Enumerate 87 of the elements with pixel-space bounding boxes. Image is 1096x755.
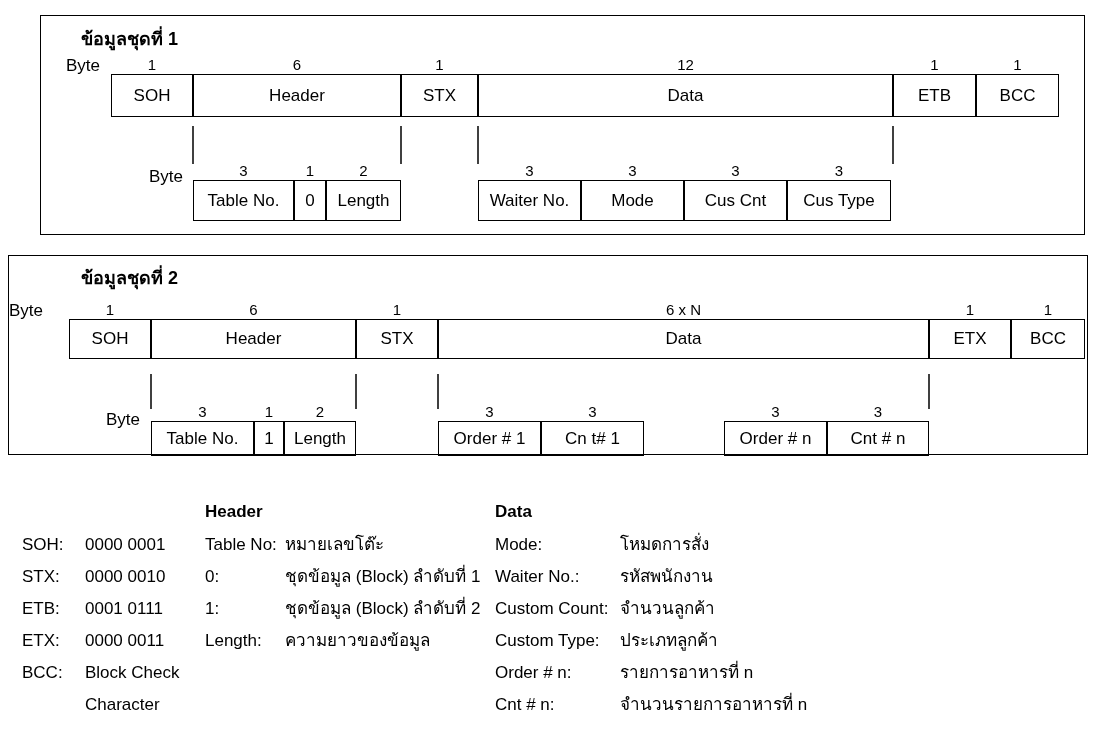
- byte-count: 3: [484, 404, 495, 420]
- packet-field: SOH: [111, 74, 193, 117]
- byte-count: 1: [964, 302, 976, 318]
- term-label: SOH:: [22, 535, 64, 555]
- byte-label: Byte: [9, 301, 44, 321]
- packet-field: STX: [401, 74, 478, 117]
- byte-count: 1: [1012, 57, 1023, 73]
- packet-field: BCC: [1011, 319, 1085, 359]
- byte-count: 3: [730, 163, 741, 179]
- packet-field: BCC: [976, 74, 1059, 117]
- term-label: Length:: [205, 631, 262, 651]
- column-heading: Header: [205, 502, 263, 522]
- packet-field: Table No.: [151, 421, 254, 456]
- byte-count: 1: [434, 57, 445, 73]
- term-label: Custom Count:: [495, 599, 609, 619]
- packet-field: Header: [193, 74, 401, 117]
- byte-label: Byte: [66, 56, 101, 76]
- byte-count: 1: [304, 163, 316, 179]
- term-label: Waiter No.:: [495, 567, 580, 587]
- byte-count: 3: [197, 404, 208, 420]
- byte-count: 2: [358, 163, 369, 179]
- packet-field: Cus Cnt: [684, 180, 787, 221]
- packet-field: Length: [326, 180, 401, 221]
- term-definition: 0000 0011: [85, 631, 165, 651]
- packet-field: 1: [254, 421, 284, 456]
- byte-count: 3: [872, 404, 884, 420]
- term-label: STX:: [22, 567, 60, 587]
- term-definition: ความยาวของข้อมูล: [285, 631, 430, 651]
- byte-count: 3: [770, 404, 781, 420]
- packet-field: ETB: [893, 74, 976, 117]
- column-heading: Data: [495, 502, 532, 522]
- packet-field: SOH: [69, 319, 151, 359]
- term-definition: จำนวนลูกค้า: [620, 599, 715, 619]
- term-definition: รหัสพนักงาน: [620, 567, 713, 587]
- byte-count: 1: [263, 404, 275, 420]
- packet-field: Cus Type: [787, 180, 891, 221]
- term-definition: 0000 0010: [85, 567, 166, 587]
- term-definition: 0001 0111: [85, 599, 163, 619]
- packet-field: 0: [294, 180, 326, 221]
- frame-panel: [40, 15, 1085, 235]
- byte-count: 2: [314, 404, 326, 420]
- term-label: Order # n:: [495, 663, 572, 683]
- byte-count: 3: [833, 163, 845, 179]
- byte-count: 3: [524, 163, 535, 179]
- packet-field: Waiter No.: [478, 180, 581, 221]
- byte-count: 3: [238, 163, 249, 179]
- packet-field: ETX: [929, 319, 1011, 359]
- frame-panel: [8, 255, 1088, 455]
- byte-count: 6 x N: [665, 302, 702, 318]
- term-label: Mode:: [495, 535, 543, 555]
- packet-field: Header: [151, 319, 356, 359]
- byte-count: 1: [146, 57, 158, 73]
- packet-field: Cn t# 1: [541, 421, 644, 456]
- byte-count: 3: [627, 163, 638, 179]
- byte-count: 1: [929, 57, 940, 73]
- packet-field: Data: [438, 319, 929, 359]
- packet-field: Order # n: [724, 421, 827, 456]
- byte-count: 3: [587, 404, 598, 420]
- term-label: Table No:: [205, 535, 277, 555]
- packet-field: Cnt # n: [827, 421, 929, 456]
- packet-field: Order # 1: [438, 421, 541, 456]
- packet-field: Length: [284, 421, 356, 456]
- term-definition: 0000 0001: [85, 535, 166, 555]
- panel-title: ข้อมูลชุดที่ 2: [81, 263, 178, 292]
- term-label: Custom Type:: [495, 631, 600, 651]
- term-label: BCC:: [22, 663, 63, 683]
- packet-field: Table No.: [193, 180, 294, 221]
- packet-field: STX: [356, 319, 438, 359]
- term-label: 1:: [205, 599, 220, 619]
- term-definition: ประเภทลูกค้า: [620, 631, 718, 651]
- byte-count: 1: [1042, 302, 1054, 318]
- byte-count: 6: [291, 57, 303, 73]
- panel-title: ข้อมูลชุดที่ 1: [81, 24, 178, 53]
- term-label: ETX:: [22, 631, 60, 651]
- byte-count: 6: [248, 302, 259, 318]
- term-label: Cnt # n:: [495, 695, 555, 715]
- byte-count: 1: [391, 302, 403, 318]
- byte-label: Byte: [149, 167, 184, 187]
- byte-count: 12: [676, 57, 695, 73]
- packet-field: Data: [478, 74, 893, 117]
- term-label: 0:: [205, 567, 220, 587]
- byte-label: Byte: [106, 410, 141, 430]
- term-definition: Block Check Character: [85, 662, 181, 716]
- packet-field: Mode: [581, 180, 684, 221]
- term-definition: หมายเลขโต๊ะ: [285, 535, 384, 555]
- term-label: ETB:: [22, 599, 60, 619]
- byte-count: 1: [104, 302, 116, 318]
